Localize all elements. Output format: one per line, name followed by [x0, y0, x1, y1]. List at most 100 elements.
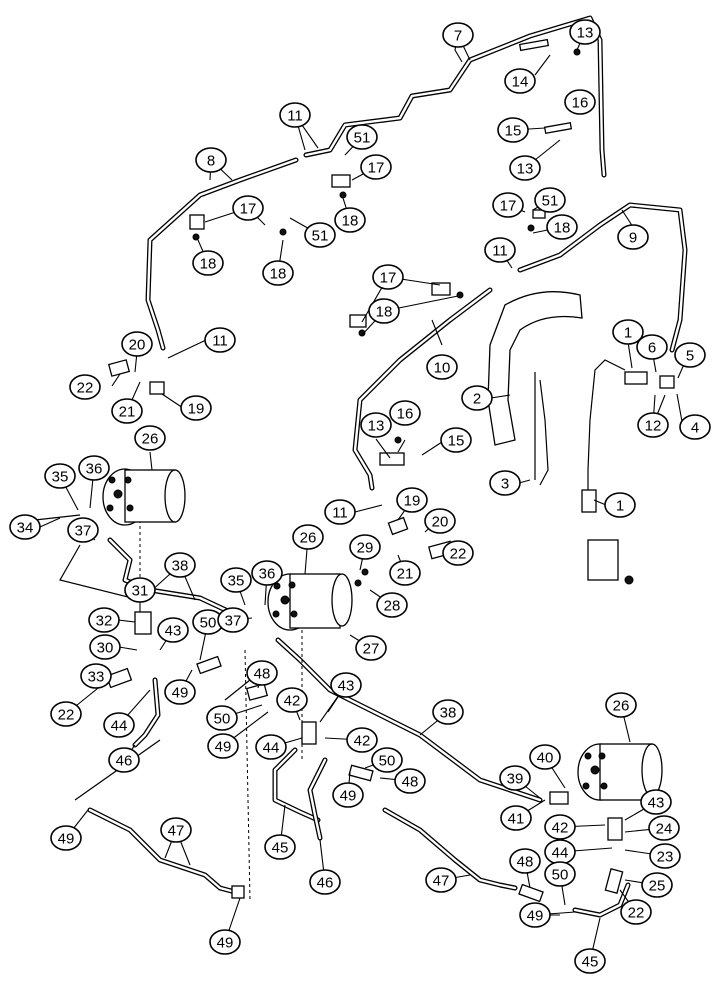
callout-number: 51: [312, 228, 329, 245]
callout-15: 15: [497, 117, 529, 143]
callout-number: 43: [648, 795, 665, 812]
callout-balloon: [251, 560, 283, 586]
callout-balloon: [164, 679, 196, 705]
callout-20: 20: [424, 508, 456, 534]
callout-number: 17: [500, 198, 517, 215]
callout-balloon: [50, 825, 82, 851]
callout-34: 34: [9, 514, 41, 540]
callout-24: 24: [648, 815, 680, 841]
callout-balloon: [217, 607, 249, 633]
callout-3: 3: [489, 470, 521, 496]
callout-19: 19: [180, 395, 212, 421]
callout-balloon: [44, 463, 76, 489]
callout-balloon: [442, 22, 474, 48]
callout-37: 37: [217, 607, 249, 633]
callout-number: 18: [270, 266, 287, 283]
callout-number: 45: [272, 840, 289, 857]
callout-balloon: [569, 19, 601, 45]
callout-50: 50: [371, 747, 403, 773]
callout-balloon: [232, 195, 264, 221]
callout-42: 42: [544, 814, 576, 840]
callout-balloon: [368, 298, 400, 324]
callout-number: 35: [228, 573, 245, 590]
callout-number: 27: [363, 641, 380, 658]
callout-17: 17: [360, 154, 392, 180]
callout-number: 32: [96, 613, 113, 630]
callout-balloon: [160, 817, 192, 843]
callout-balloon: [360, 412, 392, 438]
callout-balloon: [604, 492, 636, 518]
callout-15: 15: [440, 427, 472, 453]
callout-44: 44: [103, 712, 135, 738]
callout-number: 48: [517, 854, 534, 871]
callout-number: 1: [624, 325, 632, 342]
callout-balloon: [424, 508, 456, 534]
callout-35: 35: [44, 463, 76, 489]
callout-21: 21: [389, 560, 421, 586]
callout-22: 22: [620, 899, 652, 925]
callout-balloon: [195, 147, 227, 173]
callout-balloon: [564, 89, 596, 115]
callout-balloon: [500, 805, 532, 831]
callout-balloon: [304, 222, 336, 248]
callout-number: 3: [501, 476, 509, 493]
callout-balloon: [103, 712, 135, 738]
callout-number: 47: [433, 873, 450, 890]
callout-11: 11: [484, 237, 516, 263]
callout-balloon: [492, 192, 524, 218]
callout-44: 44: [255, 734, 287, 760]
callout-number: 43: [165, 623, 182, 640]
callout-number: 49: [527, 908, 544, 925]
callout-number: 22: [628, 905, 645, 922]
callout-46: 46: [309, 869, 341, 895]
callout-balloon: [309, 869, 341, 895]
callout-number: 16: [572, 95, 589, 112]
callout-number: 42: [552, 820, 569, 837]
callout-balloon: [246, 660, 278, 686]
callout-balloon: [255, 734, 287, 760]
callout-balloon: [360, 154, 392, 180]
callout-13: 13: [569, 19, 601, 45]
callout-balloon: [389, 560, 421, 586]
callout-43: 43: [330, 672, 362, 698]
callout-17: 17: [232, 195, 264, 221]
callout-balloon: [262, 260, 294, 286]
callout-balloon: [108, 747, 140, 773]
callout-23: 23: [649, 843, 681, 869]
callout-number: 13: [577, 25, 594, 42]
callout-35: 35: [220, 567, 252, 593]
callout-balloon: [332, 782, 364, 808]
callout-number: 42: [354, 733, 371, 750]
callout-37: 37: [67, 517, 99, 543]
callout-number: 36: [86, 461, 103, 478]
callout-2: 2: [461, 385, 493, 411]
tube-9: [517, 202, 688, 353]
callout-40: 40: [529, 744, 561, 770]
callout-49: 49: [209, 929, 241, 955]
callout-number: 11: [332, 505, 348, 522]
callout-number: 44: [263, 740, 280, 757]
callout-balloon: [432, 699, 464, 725]
callout-31: 31: [124, 577, 156, 603]
callout-balloon: [346, 124, 378, 150]
callout-balloon: [497, 117, 529, 143]
callout-number: 19: [404, 493, 421, 510]
callout-balloon: [111, 398, 143, 424]
callout-14: 14: [504, 68, 536, 94]
callout-number: 11: [212, 333, 228, 350]
callout-number: 30: [97, 640, 114, 657]
callout-number: 35: [52, 469, 69, 486]
callout-balloon: [220, 567, 252, 593]
callout-5: 5: [674, 342, 706, 368]
callout-32: 32: [88, 607, 120, 633]
callout-balloon: [648, 815, 680, 841]
callout-balloon: [484, 237, 516, 263]
callout-9: 9: [617, 224, 649, 250]
callout-49: 49: [164, 679, 196, 705]
callout-47: 47: [425, 867, 457, 893]
callout-22: 22: [442, 540, 474, 566]
callout-number: 49: [58, 831, 75, 848]
callout-26: 26: [292, 524, 324, 550]
